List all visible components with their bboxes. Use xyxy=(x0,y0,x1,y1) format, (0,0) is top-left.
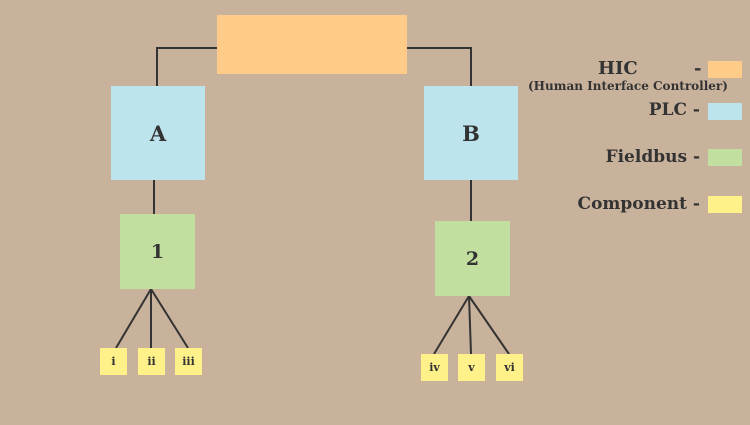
connector-hic-b xyxy=(407,47,472,86)
fieldbus-node-2: 2 xyxy=(435,221,510,296)
legend-hic-swatch xyxy=(708,61,742,78)
component-node-iv: iv xyxy=(421,354,448,381)
component-node-i-label: i xyxy=(111,355,116,368)
legend-component-label: Component - xyxy=(577,194,700,214)
legend-plc-swatch xyxy=(708,103,742,120)
fieldbus-node-2-label: 2 xyxy=(465,247,480,270)
fieldbus-node-1: 1 xyxy=(120,214,195,289)
fieldbus-node-1-label: 1 xyxy=(150,240,165,263)
connector-hic-a xyxy=(156,47,217,86)
component-node-vi: vi xyxy=(496,354,523,381)
legend-hic-sublabel: (Human Interface Controller) xyxy=(528,79,728,93)
component-node-ii-label: ii xyxy=(147,355,156,368)
plc-node-a-label: A xyxy=(149,120,167,146)
legend-fieldbus-label: Fieldbus - xyxy=(605,147,700,167)
hic-node xyxy=(217,15,407,74)
legend-fieldbus-swatch xyxy=(708,149,742,166)
legend-hic-label: HIC xyxy=(598,58,638,79)
component-node-v-label: v xyxy=(468,361,475,374)
legend-plc-label: PLC - xyxy=(648,100,700,120)
connector-2-v xyxy=(468,295,472,355)
component-node-i: i xyxy=(100,348,127,375)
connector-1-i xyxy=(115,288,152,349)
component-node-iii: iii xyxy=(175,348,202,375)
connector-1-iii xyxy=(150,288,189,349)
component-node-iii-label: iii xyxy=(182,355,195,368)
legend-hic-dash: - xyxy=(694,58,702,79)
plc-node-a: A xyxy=(111,86,205,180)
component-node-iv-label: iv xyxy=(429,361,440,374)
connector-2-vi xyxy=(468,295,510,355)
plc-node-b-label: B xyxy=(462,120,480,146)
plc-node-b: B xyxy=(424,86,518,180)
component-node-vi-label: vi xyxy=(504,361,515,374)
component-node-ii: ii xyxy=(138,348,165,375)
connector-2-iv xyxy=(433,295,470,355)
legend-component-swatch xyxy=(708,196,742,213)
component-node-v: v xyxy=(458,354,485,381)
